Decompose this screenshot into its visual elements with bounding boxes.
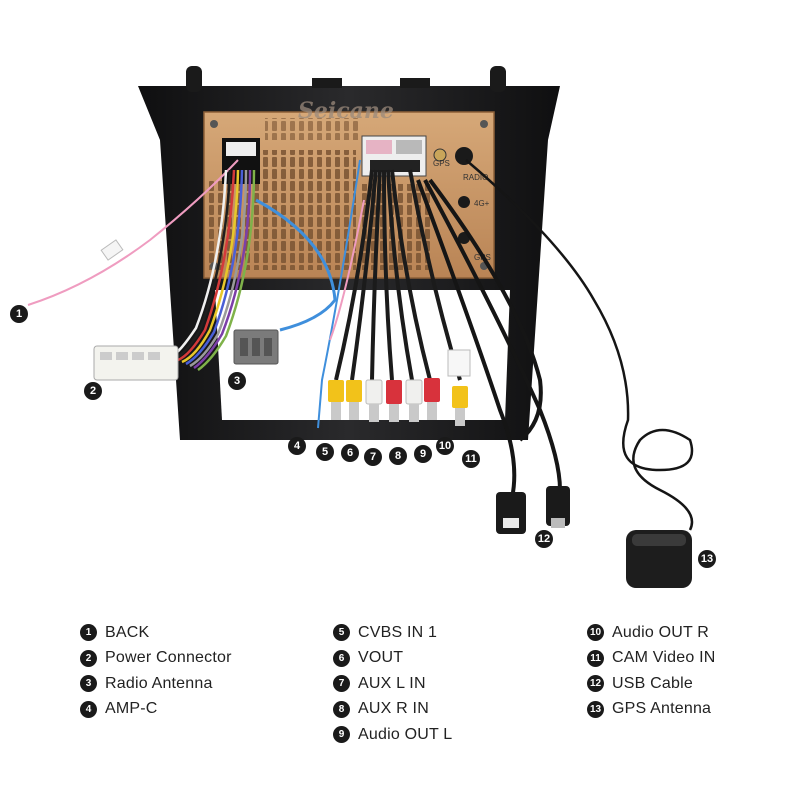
- legend-label-amp-c: AMP-C: [105, 700, 158, 718]
- legend-badge-9: 9: [333, 726, 350, 744]
- amp-c-wire: [317, 159, 361, 429]
- legend-column-1: 1 BACK 2 Power Connector 3 Radio Antenna…: [80, 620, 232, 722]
- legend-item-cvbs-in-1: 5 CVBS IN 1: [333, 620, 452, 646]
- legend-badge-4: 4: [80, 700, 97, 718]
- rca-plug-aux-l-in: [365, 379, 383, 422]
- legend-label-back: BACK: [105, 623, 150, 641]
- callout-10: 10: [436, 437, 454, 455]
- callout-13: 13: [698, 550, 716, 568]
- legend-item-usb-cable: 12 USB Cable: [587, 671, 715, 697]
- callout-11: 11: [462, 450, 480, 468]
- legend-badge-1: 1: [80, 624, 97, 642]
- legend-label-usb-cable: USB Cable: [612, 674, 693, 692]
- legend-badge-3: 3: [80, 675, 97, 693]
- back-wire-tag: [100, 239, 124, 261]
- callout-6: 6: [341, 444, 359, 462]
- callout-4: 4: [288, 437, 306, 455]
- callout-7: 7: [364, 448, 382, 466]
- legend-badge-6: 6: [333, 649, 350, 667]
- legend-label-power-connector: Power Connector: [105, 649, 232, 667]
- legend-item-aux-r-in: 8 AUX R IN: [333, 697, 452, 723]
- callout-2: 2: [84, 382, 102, 400]
- legend-label-vout: VOUT: [358, 649, 404, 667]
- rca-plug-audio-out-r: [424, 378, 440, 420]
- power-harness: [171, 169, 256, 372]
- gps-antenna-cable: [465, 159, 694, 531]
- radio-antenna-wire: [255, 198, 337, 332]
- legend-item-vout: 6 VOUT: [333, 646, 452, 672]
- legend-label-cam-video-in: CAM Video IN: [612, 649, 716, 667]
- pink-lead: [329, 199, 365, 341]
- usb-cable: [416, 178, 562, 499]
- legend-label-audio-out-r: Audio OUT R: [612, 623, 710, 641]
- legend-item-power-connector: 2 Power Connector: [80, 646, 232, 672]
- back-wire: [27, 159, 239, 306]
- rca-plug-cam-video-in: [447, 349, 471, 426]
- rca-cable-bundle: [334, 169, 462, 381]
- legend-item-aux-l-in: 7 AUX L IN: [333, 671, 452, 697]
- radio-port-label: RADIO: [463, 173, 488, 182]
- callout-1: 1: [10, 305, 28, 323]
- legend-label-gps-antenna: GPS Antenna: [612, 700, 712, 718]
- legend-item-back: 1 BACK: [80, 620, 232, 646]
- legend-badge-12: 12: [587, 675, 604, 693]
- legend-item-audio-out-r: 10 Audio OUT R: [587, 620, 715, 646]
- legend-item-cam-video-in: 11 CAM Video IN: [587, 646, 715, 672]
- callout-12: 12: [535, 530, 553, 548]
- legend-label-cvbs-in-1: CVBS IN 1: [358, 623, 438, 641]
- rca-plug-audio-out-l: [405, 379, 423, 422]
- rca-plug-cvbs-in-1: [328, 380, 344, 420]
- callout-3: 3: [228, 372, 246, 390]
- usb-connector-male: [546, 486, 570, 528]
- callout-8: 8: [389, 447, 407, 465]
- legend-badge-5: 5: [333, 624, 350, 642]
- legend-label-audio-out-l: Audio OUT L: [358, 725, 453, 743]
- brand-watermark: Seicane: [298, 98, 394, 124]
- gps-port-label: GPS: [433, 159, 450, 168]
- rca-plug-aux-r-in: [386, 380, 402, 422]
- legend-item-audio-out-l: 9 Audio OUT L: [333, 722, 452, 748]
- legend-badge-10: 10: [587, 624, 604, 642]
- legend-badge-7: 7: [333, 675, 350, 693]
- gps-antenna-puck: [626, 530, 692, 588]
- legend-item-radio-antenna: 3 Radio Antenna: [80, 671, 232, 697]
- rca-plug-vout: [346, 380, 362, 420]
- radio-antenna-connector: [233, 329, 279, 365]
- legend-badge-13: 13: [587, 700, 604, 718]
- legend-item-amp-c: 4 AMP-C: [80, 697, 232, 723]
- 4g-port-label: 4G+: [474, 199, 490, 208]
- legend-column-3: 10 Audio OUT R 11 CAM Video IN 12 USB Ca…: [587, 620, 715, 722]
- legend-badge-11: 11: [587, 649, 604, 667]
- power-connector: [93, 345, 179, 381]
- wiring-diagram: Seicane GPS RADIO 4G+ GPS: [10, 66, 716, 588]
- callout-5: 5: [316, 443, 334, 461]
- legend-label-aux-l-in: AUX L IN: [358, 674, 426, 692]
- legend: 1 BACK 2 Power Connector 3 Radio Antenna…: [0, 620, 800, 760]
- legend-column-2: 5 CVBS IN 1 6 VOUT 7 AUX L IN 8 AUX R IN…: [333, 620, 452, 748]
- usb-connector-female: [496, 492, 526, 534]
- legend-item-gps-antenna: 13 GPS Antenna: [587, 697, 715, 723]
- legend-badge-8: 8: [333, 700, 350, 718]
- callout-9: 9: [414, 445, 432, 463]
- legend-badge-2: 2: [80, 649, 97, 667]
- legend-label-radio-antenna: Radio Antenna: [105, 674, 213, 692]
- legend-label-aux-r-in: AUX R IN: [358, 700, 429, 718]
